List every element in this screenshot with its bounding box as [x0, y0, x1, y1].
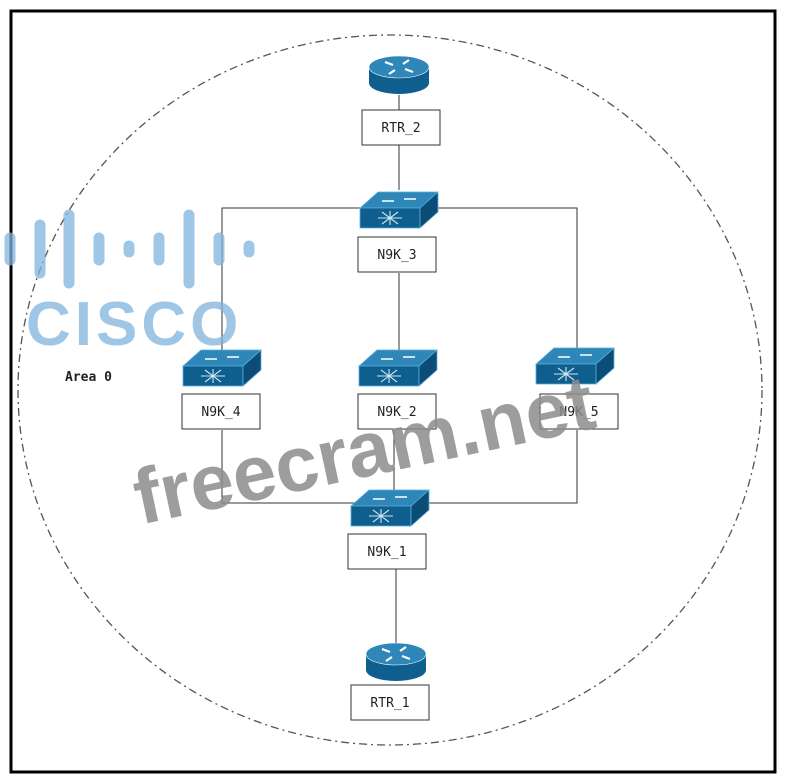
node-label-box: [347, 533, 427, 570]
ospf-area-boundary: [17, 34, 763, 746]
router-icon: [365, 642, 427, 681]
cisco-logo-watermark: CISCO: [4, 209, 255, 359]
router-icon: [368, 55, 430, 94]
switch-icon: [358, 191, 440, 229]
node-label-box: [357, 236, 437, 273]
node-label-box: [361, 109, 441, 146]
node-label: RTR_1: [370, 696, 409, 711]
node-n9k-4: N9K_4: [181, 349, 263, 430]
node-n9k-1: N9K_1: [347, 489, 431, 570]
node-label: N9K_5: [559, 405, 598, 420]
node-n9k-5: N9K_5: [534, 347, 619, 430]
node-label-box: [357, 393, 437, 430]
node-n9k-2: N9K_2: [357, 349, 439, 430]
node-label-box: [539, 393, 619, 430]
node-rtr-2: RTR_2: [361, 55, 441, 146]
node-label: N9K_4: [201, 405, 240, 420]
switch-icon: [534, 347, 616, 385]
node-rtr-1: RTR_1: [350, 642, 430, 721]
node-label-box: [181, 393, 261, 430]
node-label: N9K_3: [377, 248, 416, 263]
switch-icon: [181, 349, 263, 387]
node-label: RTR_2: [381, 121, 420, 136]
area-label: Area 0: [65, 370, 112, 385]
node-label: N9K_2: [377, 405, 416, 420]
node-n9k-3: N9K_3: [357, 191, 440, 273]
diagram-frame: [9, 9, 777, 774]
switch-icon: [357, 349, 439, 387]
node-label: N9K_1: [367, 545, 406, 560]
logo-text: CISCO: [26, 290, 242, 359]
node-label-box: [350, 684, 430, 721]
switch-icon: [349, 489, 431, 527]
